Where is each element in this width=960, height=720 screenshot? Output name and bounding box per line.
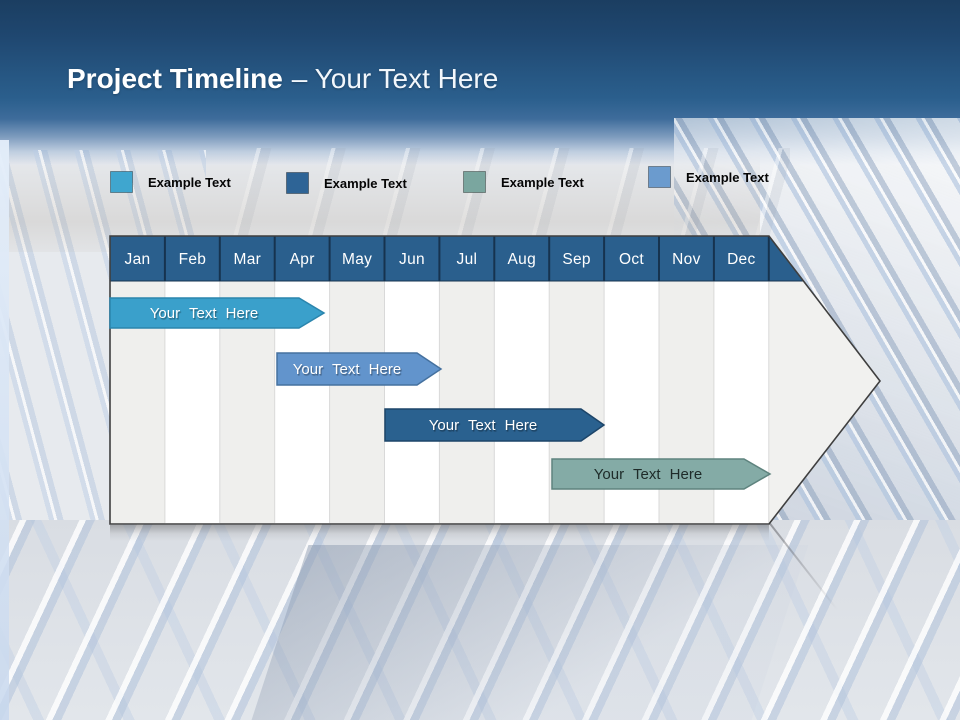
month-label-mar: Mar [234,251,262,268]
legend-item-3[interactable]: Example Text [463,171,584,193]
legend-item-4[interactable]: Example Text [648,166,769,188]
month-label-sep: Sep [562,251,590,268]
month-header-band [110,236,804,281]
month-label-aug: Aug [508,251,536,268]
month-label-feb: Feb [179,251,207,268]
slide-title-placeholder[interactable]: – Your Text Here [291,63,499,94]
legend-label-1[interactable]: Example Text [148,174,231,190]
slide-title-bold: Project Timeline [67,63,283,94]
task-bar-3-label[interactable]: Your Text Here [429,417,537,434]
legend-item-1[interactable]: Example Text [110,171,231,193]
month-label-jul: Jul [457,251,478,268]
legend-label-3[interactable]: Example Text [501,174,584,190]
task-bar-1-label[interactable]: Your Text Here [150,305,258,322]
month-label-dec: Dec [727,251,755,268]
legend-label-4[interactable]: Example Text [686,169,769,185]
legend-item-2[interactable]: Example Text [286,172,407,194]
legend-label-2[interactable]: Example Text [324,175,407,191]
task-bar-4-label[interactable]: Your Text Here [594,466,702,483]
legend-swatch-3-icon [463,171,486,193]
month-label-apr: Apr [290,251,315,268]
legend-swatch-4-icon [648,166,671,188]
task-bar-2[interactable] [276,352,443,386]
month-label-jan: Jan [125,251,151,268]
month-label-oct: Oct [619,251,644,268]
month-label-may: May [342,251,372,268]
legend-swatch-2-icon [286,172,309,194]
month-label-jun: Jun [399,251,425,268]
task-bar-2-label[interactable]: Your Text Here [293,361,401,378]
legend-swatch-1-icon [110,171,133,193]
task-bar-3[interactable] [384,408,606,442]
slide-title: Project Timeline – Your Text Here [67,62,498,96]
month-label-nov: Nov [672,251,700,268]
